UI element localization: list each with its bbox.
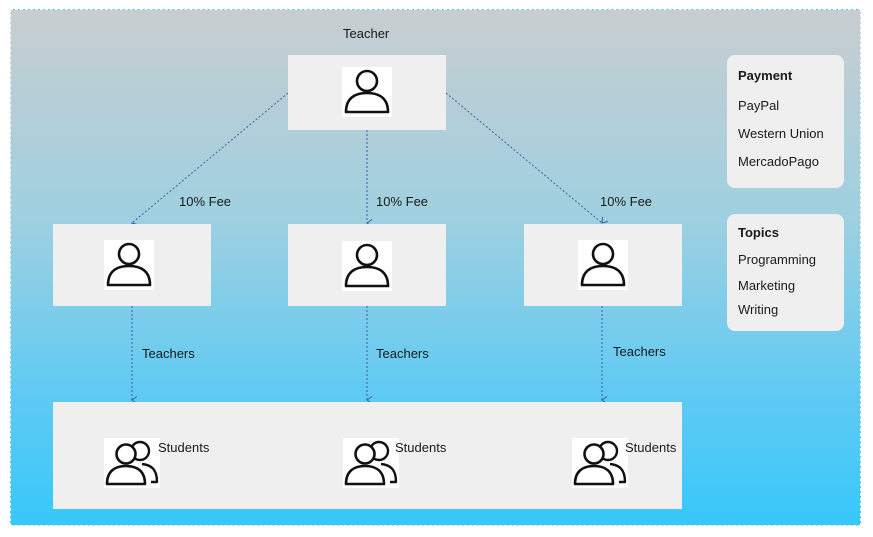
user-icon [342,67,392,117]
user-icon [578,240,628,290]
students-label-left: Students [158,440,210,455]
teacher-box[interactable] [288,55,446,130]
fee-label-left: 10% Fee [179,194,232,209]
payment-item-mercadopago[interactable]: MercadoPago [738,154,819,169]
user-icon [342,241,392,291]
teachers-label-left: Teachers [142,346,195,361]
connector-teacher-right [445,92,609,224]
user-icon [104,240,154,290]
payment-item-paypal[interactable]: PayPal [738,98,780,113]
topics-item-marketing[interactable]: Marketing [738,278,796,293]
students-label-center: Students [395,440,447,455]
teachers-label-right: Teachers [613,344,666,359]
users-icon [572,438,628,488]
payment-panel: Payment PayPal Western Union MercadoPago [727,55,844,188]
teachers-label-center: Teachers [376,346,429,361]
students-box[interactable]: Students Students Students [53,402,682,509]
teacher-box-center[interactable] [288,224,446,306]
payment-item-western-union[interactable]: Western Union [738,126,824,141]
fee-label-center: 10% Fee [376,194,429,209]
fee-label-right: 10% Fee [600,194,653,209]
connector-teacher-left [131,92,289,230]
teacher-box-left[interactable] [53,224,211,306]
users-icon [343,438,399,488]
topics-item-writing[interactable]: Writing [738,302,779,317]
topics-title: Topics [738,225,779,240]
topics-item-programming[interactable]: Programming [738,252,817,267]
teacher-label: Teacher [343,26,390,41]
users-icon [104,438,160,488]
students-label-right: Students [625,440,677,455]
topics-panel: Topics Programming Marketing Writing [727,214,844,331]
teacher-box-right[interactable] [524,224,682,306]
payment-title: Payment [738,68,793,83]
